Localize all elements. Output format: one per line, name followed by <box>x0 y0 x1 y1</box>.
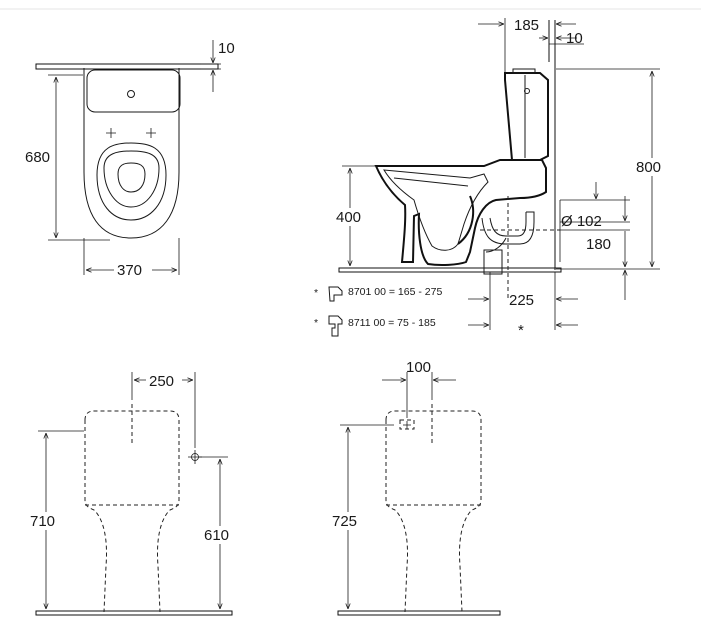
trap-s-icon <box>328 315 343 337</box>
dim-label-680: 680 <box>25 149 50 166</box>
note-1-text: 8701 00 = 165 - 275 <box>348 286 442 298</box>
bowl-opening <box>103 150 160 208</box>
floor-plate <box>338 267 562 273</box>
trap-p-icon <box>328 286 343 302</box>
dim-label-370: 370 <box>117 262 142 279</box>
dim-label-100: 100 <box>406 359 431 376</box>
bowl-side-outer <box>374 159 547 267</box>
dim-label-710: 710 <box>30 513 55 530</box>
cistern-outline <box>86 69 181 113</box>
fixing-cross-left-icon <box>106 128 116 138</box>
front-view-right: 100 725 <box>330 359 501 616</box>
dim-label-800: 800 <box>636 159 661 176</box>
floor-plate-left <box>35 610 233 616</box>
dim-label-225: 225 <box>509 292 534 309</box>
dim-label-10-top: 10 <box>218 40 235 57</box>
front-view-left: 250 710 610 <box>28 371 238 616</box>
dim-label-610: 610 <box>204 527 229 544</box>
dim-label-star: * <box>518 322 524 339</box>
note-2-marker: * <box>314 317 318 329</box>
cistern-side <box>504 72 549 161</box>
dim-label-400: 400 <box>336 209 361 226</box>
dim-label-185: 185 <box>514 17 539 34</box>
dim-label-diameter: Ø 102 <box>561 213 602 230</box>
side-view: 185 10 800 400 Ø 102 180 225 <box>314 17 670 339</box>
inlet-valve-icon <box>399 419 415 430</box>
dim-label-725: 725 <box>332 513 357 530</box>
seat-outline <box>96 142 167 221</box>
wall-plate <box>35 63 219 70</box>
dim-label-180: 180 <box>586 236 611 253</box>
front-outline-left <box>84 410 180 613</box>
front-outline-right <box>385 410 482 613</box>
fixing-cross-right-icon <box>146 128 156 138</box>
outlet-pipe <box>481 211 535 245</box>
note-2-text: 8711 00 = 75 - 185 <box>348 317 436 329</box>
note-1-marker: * <box>314 287 318 299</box>
dim-label-250: 250 <box>149 373 174 390</box>
bowl-outline <box>83 68 180 239</box>
floor-plate-right <box>337 610 501 616</box>
dim-label-10-side: 10 <box>566 30 583 47</box>
flush-button-icon <box>127 90 135 98</box>
bowl-side-inner <box>383 169 489 251</box>
top-view: 680 370 10 <box>25 40 235 279</box>
bowl-well <box>117 162 146 193</box>
